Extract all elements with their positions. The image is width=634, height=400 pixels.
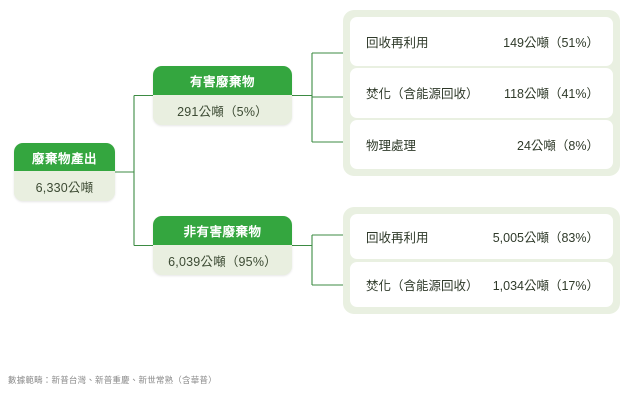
treatment-row[interactable]: 回收再利用 5,005公噸（83%） [350,214,613,259]
treatment-row[interactable]: 物理處理 24公噸（8%） [350,119,613,169]
treatment-row[interactable]: 焚化（含能源回收） 1,034公噸（17%） [350,262,613,307]
treatment-value: 149公噸（51%） [503,36,599,51]
panel-hazardous-treatments: 回收再利用 149公噸（51%） 焚化（含能源回收） 118公噸（41%） 物理… [343,10,620,176]
treatment-label: 物理處理 [366,138,417,153]
footnote-data-scope: 數據範疇：新普台灣、新普重慶、新世常熟（含華普） [8,375,217,385]
node-hazardous-waste-value: 291公噸（5%） [153,95,292,125]
node-non-hazardous-waste-value: 6,039公噸（95%） [153,245,292,275]
treatment-row[interactable]: 回收再利用 149公噸（51%） [350,17,613,67]
treatment-label: 回收再利用 [366,231,429,245]
node-non-hazardous-waste-title: 非有害廢棄物 [153,216,292,245]
treatment-label: 回收再利用 [366,36,429,51]
treatment-label: 焚化（含能源回收） [366,87,479,102]
treatment-value: 5,005公噸（83%） [492,231,599,245]
node-total-waste-title: 廢棄物產出 [14,143,115,171]
node-total-waste[interactable]: 廢棄物產出 6,330公噸 [14,143,115,201]
treatment-value: 118公噸（41%） [504,87,599,102]
treatment-row[interactable]: 焚化（含能源回收） 118公噸（41%） [350,68,613,118]
treatment-value: 24公噸（8%） [517,138,599,153]
node-hazardous-waste[interactable]: 有害廢棄物 291公噸（5%） [153,66,292,125]
node-non-hazardous-waste[interactable]: 非有害廢棄物 6,039公噸（95%） [153,216,292,275]
treatment-label: 焚化（含能源回收） [366,279,479,293]
node-total-waste-value: 6,330公噸 [14,171,115,201]
panel-non-hazardous-treatments: 回收再利用 5,005公噸（83%） 焚化（含能源回收） 1,034公噸（17%… [343,207,620,314]
treatment-value: 1,034公噸（17%） [492,279,599,293]
node-hazardous-waste-title: 有害廢棄物 [153,66,292,95]
